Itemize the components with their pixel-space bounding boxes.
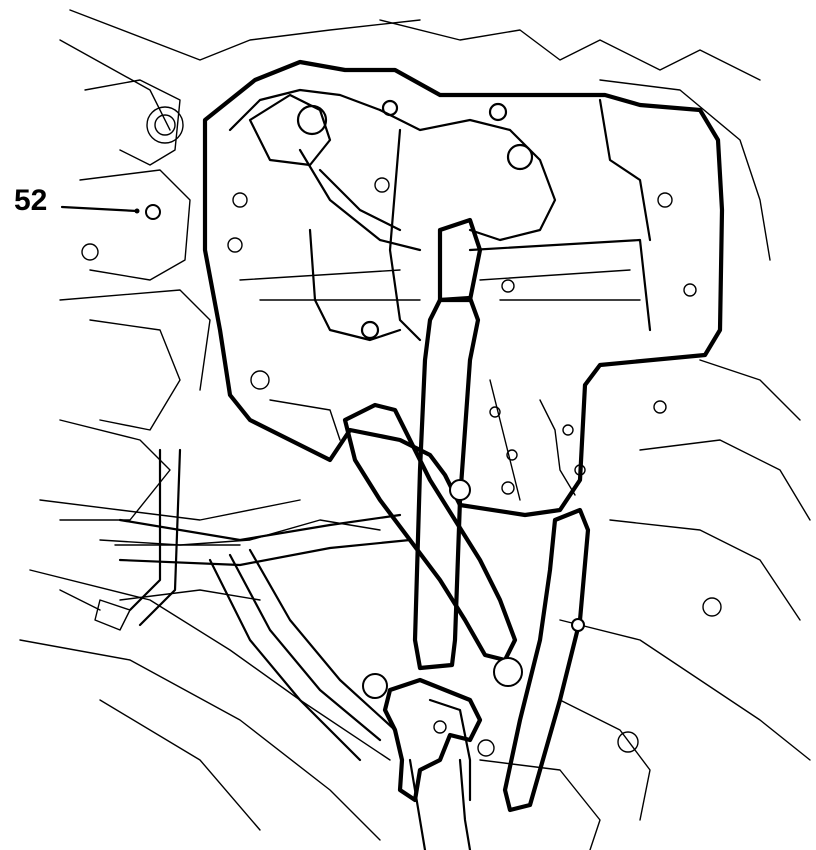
link-rods [342, 217, 591, 850]
mount-bracket [202, 59, 725, 518]
bolt-52 [60, 204, 161, 220]
tube-and-harness [59, 448, 412, 762]
engine-background-lines [19, 9, 811, 850]
callout-label-52: 52 [14, 184, 48, 217]
bracket-detail [489, 379, 667, 501]
